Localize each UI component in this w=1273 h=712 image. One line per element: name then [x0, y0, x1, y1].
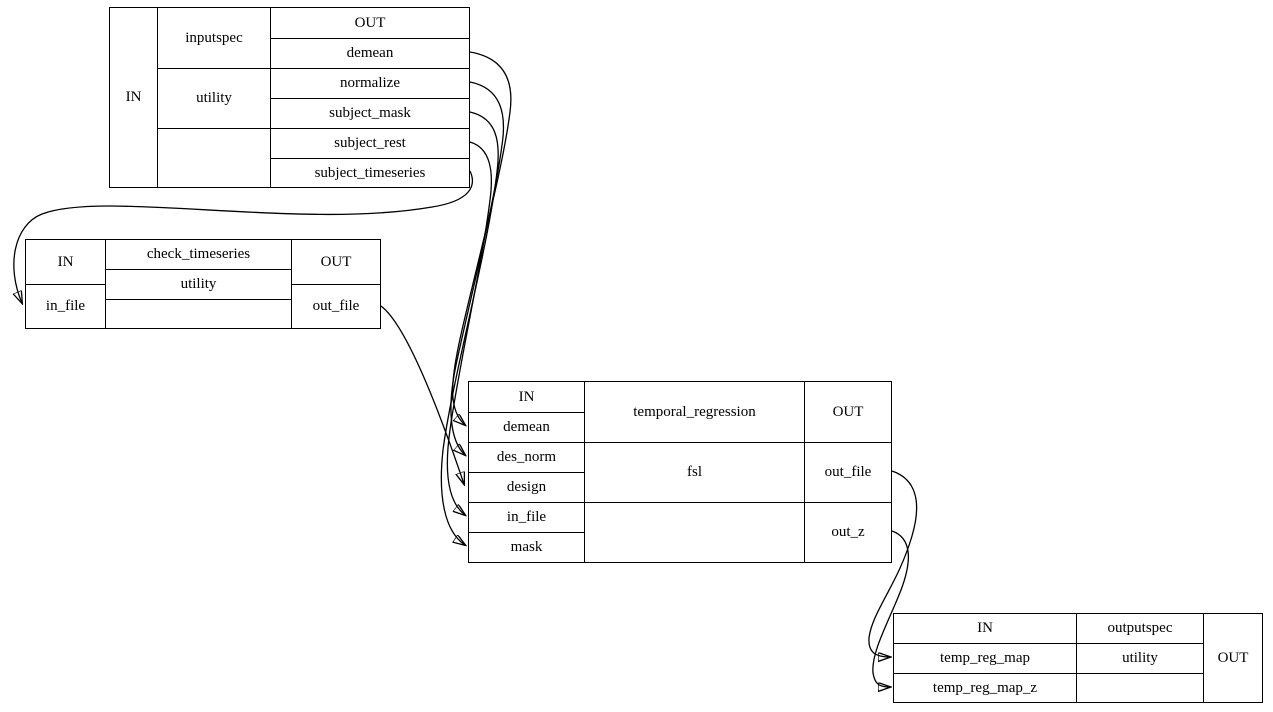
check_timeseries-empty-cell	[106, 299, 291, 328]
port-check_timeseries-out_file: out_file	[292, 284, 380, 328]
check_timeseries-package: utility	[106, 269, 291, 299]
port-temporal_regression-demean: demean	[469, 412, 584, 442]
node-temporal_regression: IN demean des_norm design in_file mask t…	[468, 381, 892, 563]
check_timeseries-out-column: OUT out_file	[291, 240, 380, 328]
check_timeseries-title: check_timeseries	[146, 246, 251, 262]
temporal_regression-out-column: OUT out_file out_z	[804, 382, 891, 562]
temporal_regression-out-header: OUT	[832, 403, 864, 420]
port-temporal_regression-des_norm: des_norm	[469, 442, 584, 472]
temporal_regression-package: fsl	[585, 442, 804, 502]
port-temporal_regression-out_file: out_file	[805, 442, 891, 502]
temporal_regression-empty-cell	[585, 502, 804, 562]
outputspec-title-column: outputspec utility	[1076, 614, 1203, 702]
outputspec-in-header: IN	[977, 620, 993, 636]
port-inputspec-normalize: normalize	[271, 68, 469, 98]
check_timeseries-in-column: IN in_file	[26, 240, 105, 328]
node-check_timeseries: IN in_file check_timeseries utility OUT …	[25, 239, 381, 329]
port-temporal_regression-in_file: in_file	[469, 502, 584, 532]
inputspec-out-column: OUT demean normalize subject_mask subjec…	[270, 8, 469, 187]
edge-check_timeseries-out_file-to-temporal_regression-design	[380, 305, 464, 484]
temporal_regression-title-column: temporal_regression fsl	[584, 382, 804, 562]
inputspec-in-column: IN	[110, 8, 157, 187]
port-temporal_regression-mask: mask	[469, 532, 584, 562]
outputspec-out-header: OUT	[1217, 649, 1249, 666]
outputspec-out-column: OUT	[1203, 614, 1262, 702]
port-temporal_regression-out_z: out_z	[805, 502, 891, 562]
temporal_regression-in-column: IN demean des_norm design in_file mask	[469, 382, 584, 562]
inputspec-package: utility	[158, 68, 270, 128]
temporal_regression-in-header: IN	[518, 388, 535, 405]
outputspec-package: utility	[1077, 643, 1203, 673]
check_timeseries-in-header: IN	[57, 253, 74, 270]
port-temporal_regression-design: design	[469, 472, 584, 502]
outputspec-empty-cell	[1077, 673, 1203, 702]
inputspec-title: inputspec	[185, 29, 243, 46]
port-outputspec-temp_reg_map: temp_reg_map	[894, 643, 1076, 673]
check_timeseries-title-column: check_timeseries utility	[105, 240, 291, 328]
port-outputspec-temp_reg_map_z: temp_reg_map_z	[894, 673, 1076, 702]
inputspec-in-header: IN	[125, 89, 142, 105]
port-inputspec-subject_timeseries: subject_timeseries	[271, 158, 469, 187]
inputspec-empty-cell	[158, 128, 270, 187]
outputspec-title: outputspec	[1107, 620, 1173, 636]
port-inputspec-subject_rest: subject_rest	[271, 128, 469, 158]
inputspec-out-header: OUT	[354, 14, 386, 31]
temporal_regression-title: temporal_regression	[633, 403, 756, 420]
node-outputspec: IN temp_reg_map temp_reg_map_z outputspe…	[893, 613, 1263, 703]
node-inputspec: IN inputspec utility OUT demean normaliz…	[109, 7, 470, 188]
port-inputspec-subject_mask: subject_mask	[271, 98, 469, 128]
outputspec-in-column: IN temp_reg_map temp_reg_map_z	[894, 614, 1076, 702]
port-check_timeseries-in_file: in_file	[26, 284, 105, 328]
check_timeseries-out-header: OUT	[320, 253, 352, 270]
inputspec-title-column: inputspec utility	[157, 8, 270, 187]
port-inputspec-demean: demean	[271, 38, 469, 68]
